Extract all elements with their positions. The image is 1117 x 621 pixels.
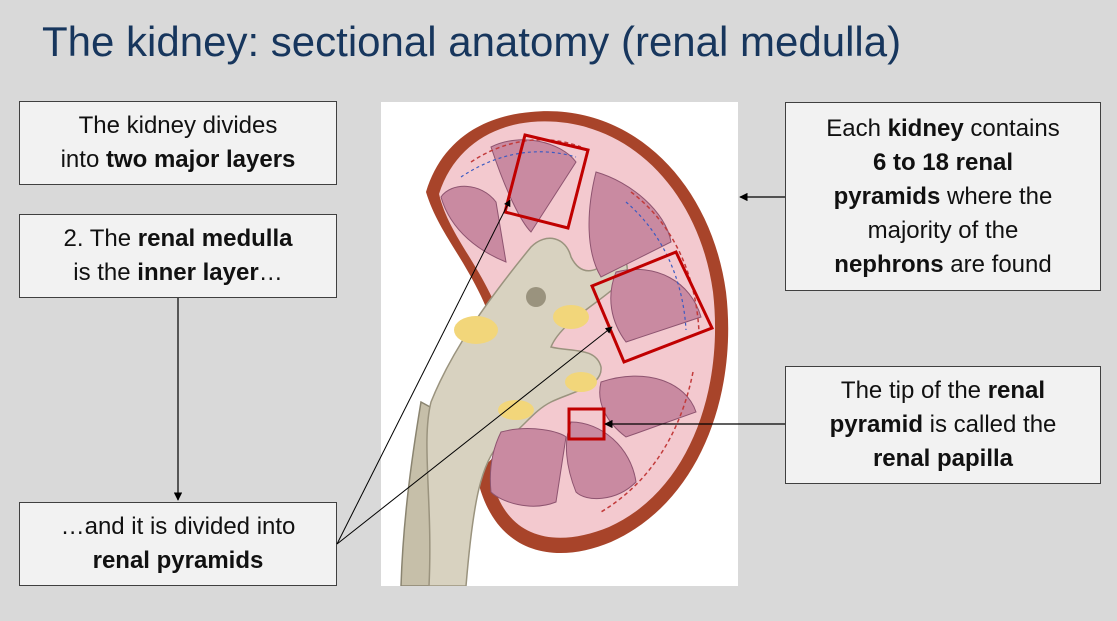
text-run: is the [73,259,138,286]
vessel-cross-section [526,287,546,307]
bold-text: kidney [887,114,964,142]
bold-text: 6 to 18 renal [872,148,1014,176]
text-run: where the [940,182,1053,210]
kidney-icon [400,111,729,587]
text-run: …and it is divided into [60,513,296,540]
box-line: Each kidney contains [826,112,1059,146]
slide-title: The kidney: sectional anatomy (renal med… [42,18,902,65]
box-text: …and it is divided into renal pyramids [61,510,296,578]
renal-sinus-fat [553,305,589,329]
renal-pyramid [489,428,567,507]
renal-sinus-fat [565,372,597,392]
text-run: … [258,259,283,286]
text-run: Each [826,114,888,142]
box-line: 2. The renal medulla [63,222,292,256]
text-box-renal-pyramids: …and it is divided into renal pyramids [19,502,337,586]
box-line: …and it is divided into [61,510,296,544]
box-line: pyramids where the [826,180,1059,214]
bold-text: two major layers [105,146,296,173]
text-run: The tip of the [840,377,988,404]
bold-text: pyramids [833,182,941,210]
text-run: are found [943,250,1052,278]
box-text: The kidney divides into two major layers [61,109,296,177]
bold-text: renal medulla [137,225,293,252]
box-line: nephrons are found [826,248,1059,282]
box-line: 6 to 18 renal [826,146,1059,180]
text-box-two-layers: The kidney divides into two major layers [19,101,337,185]
box-line: majority of the [826,214,1059,248]
renal-sinus-fat [498,400,534,420]
box-line: renal pyramids [61,544,296,578]
text-run: is called the [922,411,1057,438]
text-run: into [60,146,106,173]
bold-text: renal [987,377,1046,404]
text-run: contains [963,114,1060,142]
text-run: The kidney divides [78,112,278,139]
bold-text: renal pyramids [92,547,264,574]
text-run: 2. The [63,225,138,252]
bold-text: renal papilla [872,445,1014,472]
bold-text: pyramid [829,411,923,438]
box-line: The kidney divides [61,109,296,143]
box-line: renal papilla [830,442,1057,476]
box-line: pyramid is called the [830,408,1057,442]
kidney-figure [381,102,738,587]
text-run: majority of the [867,216,1019,244]
bold-text: nephrons [834,250,944,278]
box-line: into two major layers [61,143,296,177]
renal-sinus-fat [454,316,498,344]
box-line: The tip of the renal [830,374,1057,408]
box-line: is the inner layer… [63,256,292,290]
bold-text: inner layer [137,259,259,286]
